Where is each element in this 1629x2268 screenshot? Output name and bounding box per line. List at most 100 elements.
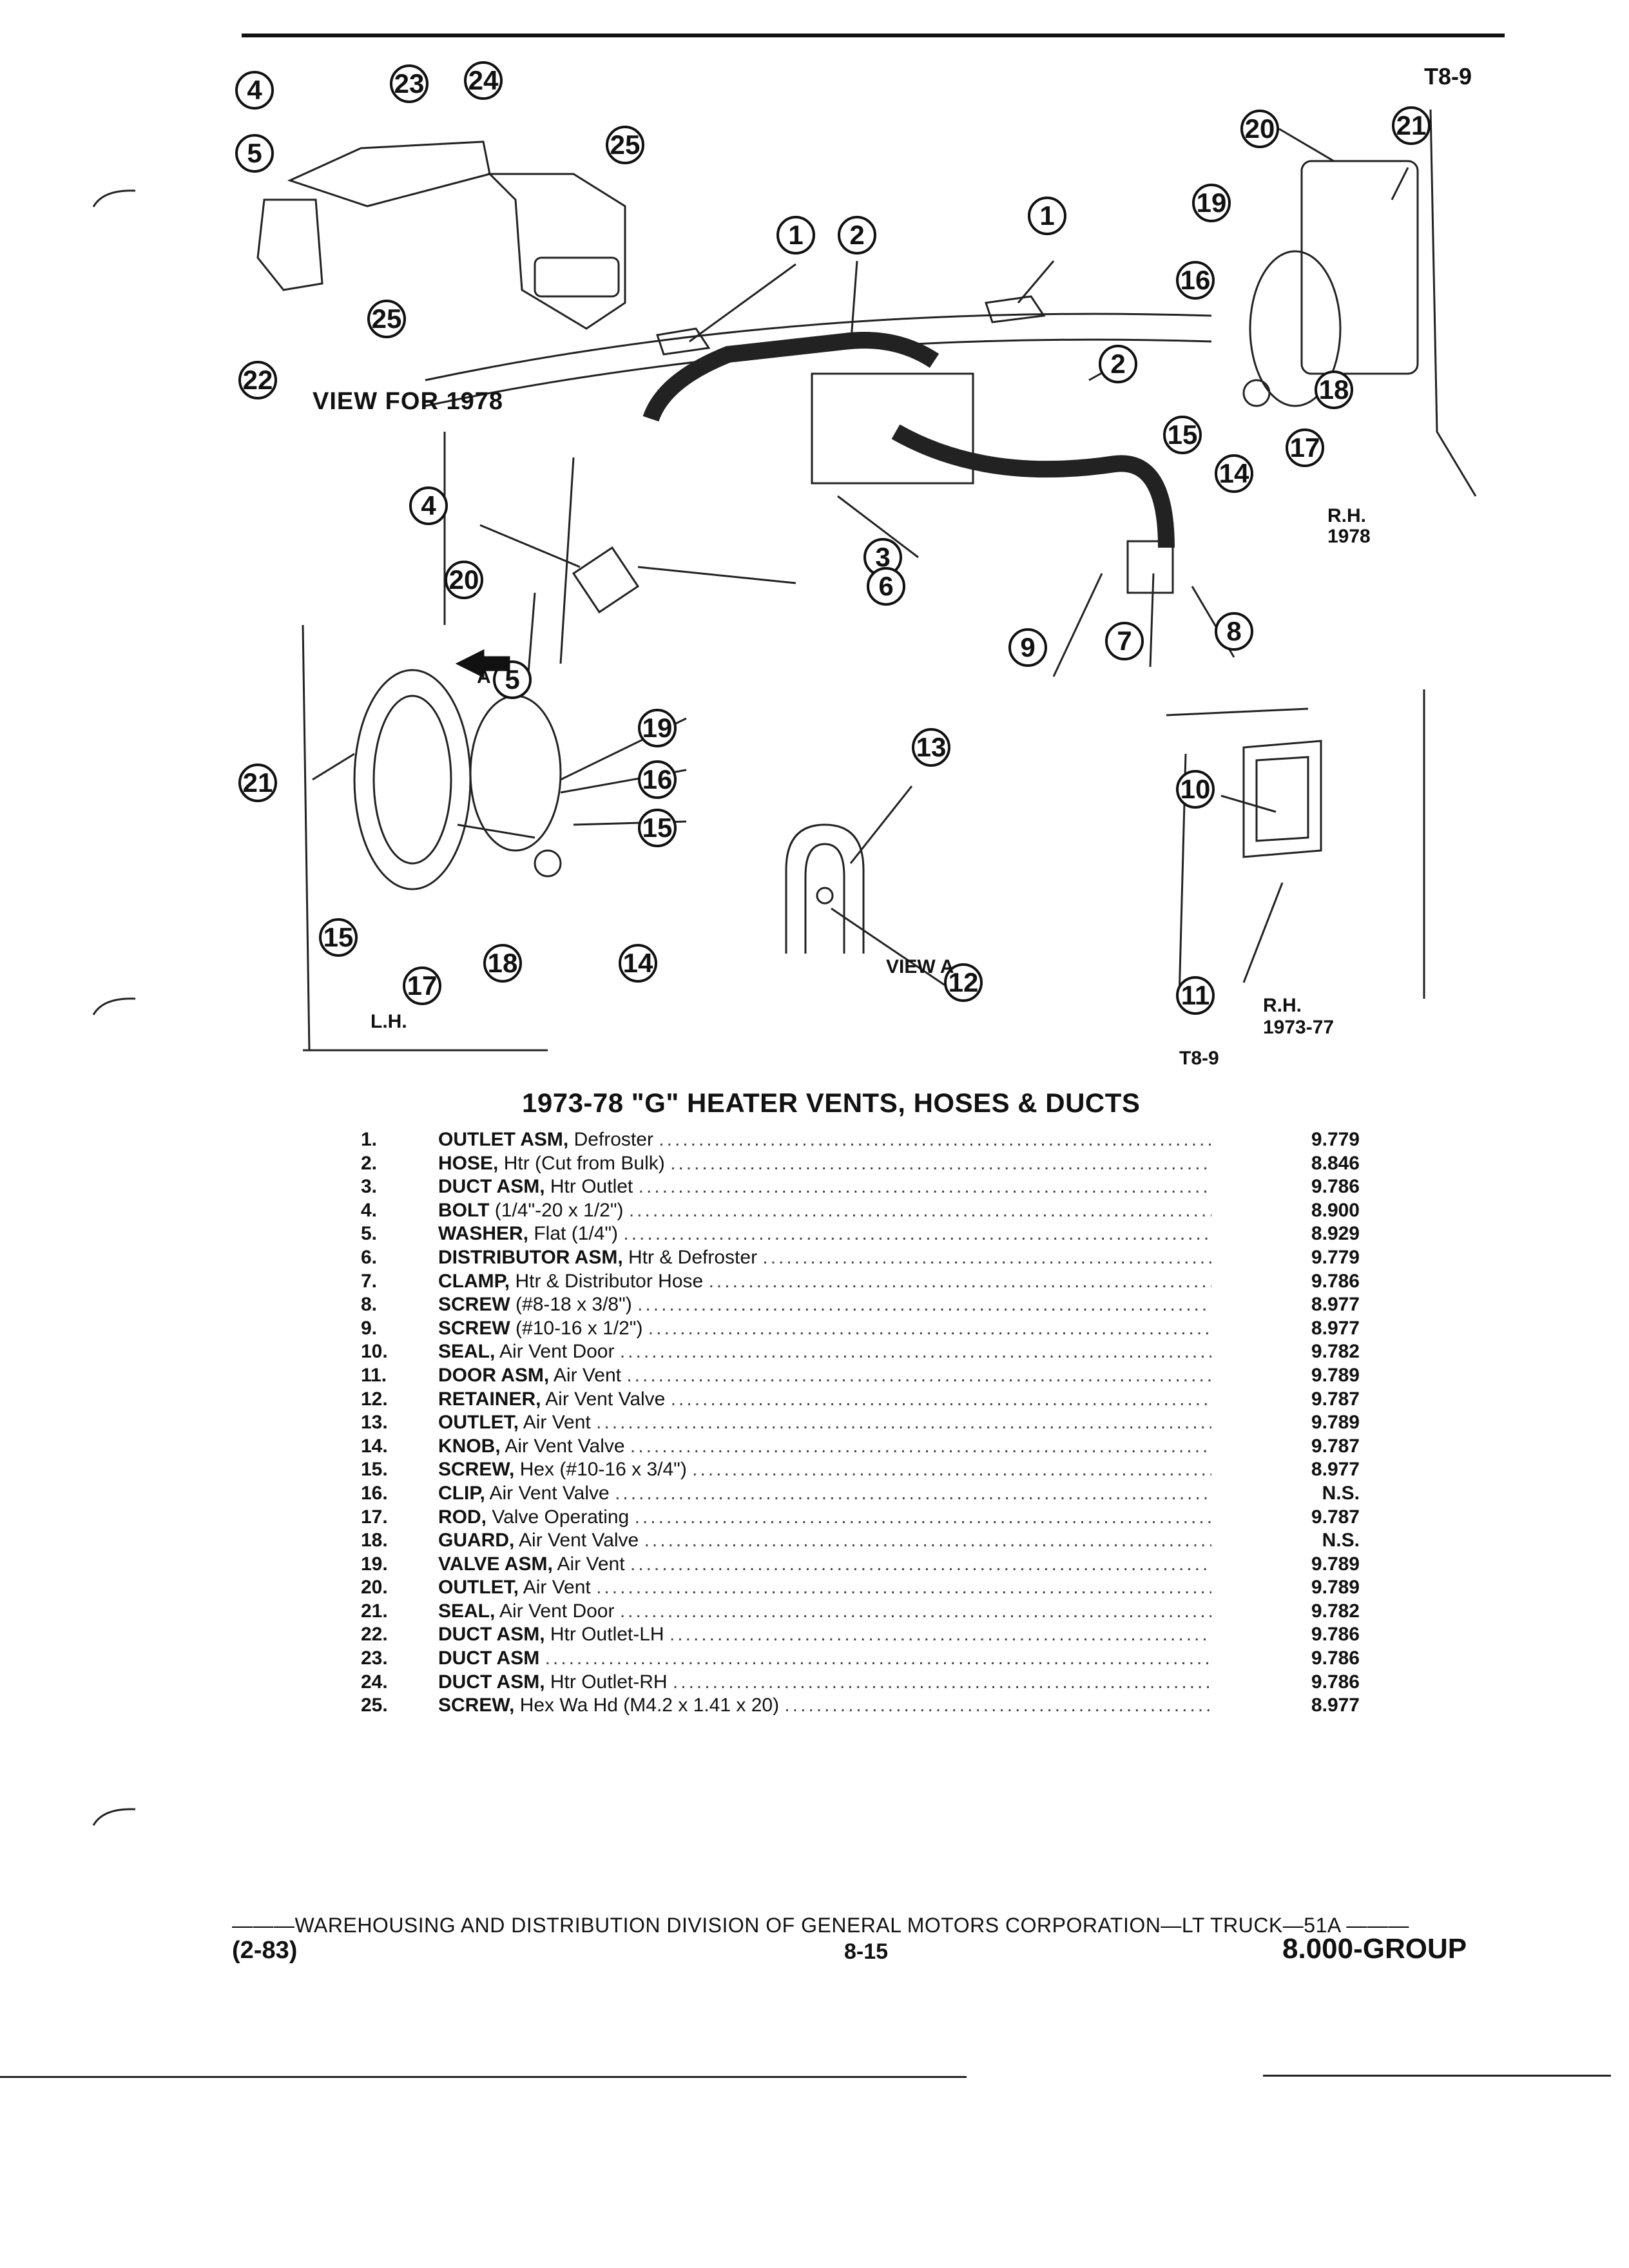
svg-text:13: 13 xyxy=(916,732,947,762)
rh-1978-knob xyxy=(1242,379,1271,407)
part-group-code: 8.977 xyxy=(1311,1317,1360,1339)
part-description: OUTLET, Air Vent .......................… xyxy=(438,1577,1211,1599)
svg-text:1: 1 xyxy=(788,220,803,250)
footer-page-number: 8-15 xyxy=(844,1939,889,1964)
leader-dots: ........................................… xyxy=(596,1577,1211,1599)
part-description: BOLT (1/4"-20 x 1/2") ..................… xyxy=(438,1200,1211,1222)
leader-dots: ........................................… xyxy=(784,1695,1211,1716)
part-name: RETAINER, xyxy=(438,1388,541,1410)
part-number: 3. xyxy=(361,1176,378,1198)
part-group-code: N.S. xyxy=(1322,1482,1360,1504)
table-row: 25.SCREW, Hex Wa Hd (M4.2 x 1.41 x 20) .… xyxy=(361,1695,1360,1718)
table-row: 4.BOLT (1/4"-20 x 1/2") ................… xyxy=(361,1200,1360,1224)
part-detail: Htr & Defroster xyxy=(628,1246,758,1268)
svg-text:18: 18 xyxy=(1319,374,1349,405)
part-description: OUTLET, Air Vent .......................… xyxy=(438,1412,1211,1434)
part-group-code: 9.782 xyxy=(1311,1600,1360,1622)
part-number: 13. xyxy=(361,1412,388,1434)
leader-lines-left xyxy=(479,524,796,690)
part-name: CLAMP, xyxy=(438,1270,510,1292)
hose-clamp xyxy=(1126,540,1174,594)
part-detail: Htr Outlet-RH xyxy=(550,1671,668,1693)
table-row: 5.WASHER, Flat (1/4") ..................… xyxy=(361,1223,1360,1247)
table-row: 13. OUTLET, Air Vent ....................… xyxy=(361,1412,1360,1436)
leader-lines-mid xyxy=(837,495,1235,677)
leader-dots: ........................................… xyxy=(637,1294,1211,1316)
part-name: GUARD, xyxy=(438,1530,515,1552)
part-number: 6. xyxy=(361,1246,378,1268)
callout-numbers: 4 23 24 5 25 25 22 1 2 1 2 20 21 19 16 1… xyxy=(243,65,1427,1010)
table-row: 21.SEAL, Air Vent Door .................… xyxy=(361,1600,1360,1624)
leader-dots: ........................................… xyxy=(545,1648,1211,1669)
part-detail: Air Vent Door xyxy=(499,1600,615,1622)
page-code: T8-9 xyxy=(1424,63,1472,90)
dash-top-line xyxy=(425,312,1212,381)
rh-1973-77-door-seal xyxy=(1255,756,1309,842)
part-description: DUCT ASM, Htr Outlet-RH ................… xyxy=(438,1671,1211,1693)
callouts xyxy=(235,61,1431,1015)
punch-hole-mark xyxy=(92,189,136,207)
svg-text:4: 4 xyxy=(421,490,436,521)
part-name: DUCT ASM xyxy=(438,1648,540,1669)
leader-dots: ........................................… xyxy=(670,1388,1211,1410)
vent-box-1978 xyxy=(534,256,620,298)
part-description: DUCT ASM, Htr Outlet-LH ................… xyxy=(438,1624,1211,1646)
lh-label: L.H. xyxy=(371,1011,407,1032)
table-row: 24.DUCT ASM, Htr Outlet-RH .............… xyxy=(361,1671,1360,1695)
part-group-code: 9.779 xyxy=(1311,1246,1360,1268)
part-description: SEAL, Air Vent Door ....................… xyxy=(438,1341,1211,1363)
svg-text:5: 5 xyxy=(505,664,519,695)
svg-text:17: 17 xyxy=(407,970,438,1001)
parts-list: 1.OUTLET ASM, Defroster ................… xyxy=(361,1129,1360,1718)
rh-1973-77-panel-lines xyxy=(1166,689,1425,999)
part-detail: Air Vent Valve xyxy=(519,1530,639,1552)
table-row: 1.OUTLET ASM, Defroster ................… xyxy=(361,1129,1360,1153)
part-description: DOOR ASM, Air Vent .....................… xyxy=(438,1365,1211,1387)
rh-1978-panel-line xyxy=(1429,109,1477,497)
svg-text:4: 4 xyxy=(247,75,262,105)
dash-panel-lines xyxy=(443,432,575,664)
table-row: 3.DUCT ASM, Htr Outlet .................… xyxy=(361,1176,1360,1200)
svg-text:20: 20 xyxy=(1245,113,1275,144)
part-number: 22. xyxy=(361,1624,388,1646)
svg-text:24: 24 xyxy=(468,65,499,95)
lh-valve-rod xyxy=(457,823,535,839)
part-description: OUTLET ASM, Defroster ..................… xyxy=(438,1129,1211,1151)
part-number: 23. xyxy=(361,1648,388,1669)
part-detail: Valve Operating xyxy=(492,1506,630,1528)
diagram-labels: VIEW FOR 1978 R.H. 1978 VIEW A A L.H. R.… xyxy=(313,388,1371,1069)
duct-htr-outlet xyxy=(572,546,640,614)
svg-text:5: 5 xyxy=(247,138,262,168)
part-group-code: 8.929 xyxy=(1311,1223,1360,1245)
table-row: 14.KNOB, Air Vent Valve ................… xyxy=(361,1436,1360,1459)
leader-dots: ........................................… xyxy=(762,1246,1211,1268)
heater-hose-right xyxy=(891,424,1175,548)
part-group-code: N.S. xyxy=(1322,1530,1360,1552)
part-name: DUCT ASM, xyxy=(438,1671,545,1693)
rh-1973-77-label-2: 1973-77 xyxy=(1263,1017,1334,1038)
part-description: WASHER, Flat (1/4") ....................… xyxy=(438,1223,1211,1245)
part-description: KNOB, Air Vent Valve ...................… xyxy=(438,1436,1211,1457)
part-name: CLIP, xyxy=(438,1482,485,1504)
svg-text:19: 19 xyxy=(1197,187,1227,218)
part-number: 18. xyxy=(361,1530,388,1552)
rh-1978-valve-asm xyxy=(1249,250,1342,407)
table-row: 18.GUARD, Air Vent Valve ...............… xyxy=(361,1530,1360,1553)
duct-outlet-lh-1978 xyxy=(256,198,323,291)
leader-dots: ........................................… xyxy=(692,1459,1211,1481)
exploded-parts-diagram: 4 23 24 5 25 25 22 1 2 1 2 20 21 19 16 1… xyxy=(213,45,1514,1082)
part-name: DISTRIBUTOR ASM, xyxy=(438,1246,623,1268)
part-group-code: 9.782 xyxy=(1311,1341,1360,1363)
bottom-rule xyxy=(0,2076,967,2078)
leader-dots: ........................................… xyxy=(619,1341,1211,1363)
part-detail: Defroster xyxy=(574,1129,653,1150)
part-detail: Air Vent Door xyxy=(499,1341,615,1363)
part-group-code: 9.787 xyxy=(1311,1435,1360,1457)
top-rule xyxy=(242,34,1505,37)
part-detail: Air Vent Valve xyxy=(505,1435,625,1457)
table-row: 10.SEAL, Air Vent Door .................… xyxy=(361,1341,1360,1365)
leader-dots: ........................................… xyxy=(628,1199,1211,1221)
svg-text:14: 14 xyxy=(623,948,653,978)
svg-text:15: 15 xyxy=(1168,419,1198,450)
rh-1973-77-label-1: R.H. xyxy=(1263,995,1302,1016)
